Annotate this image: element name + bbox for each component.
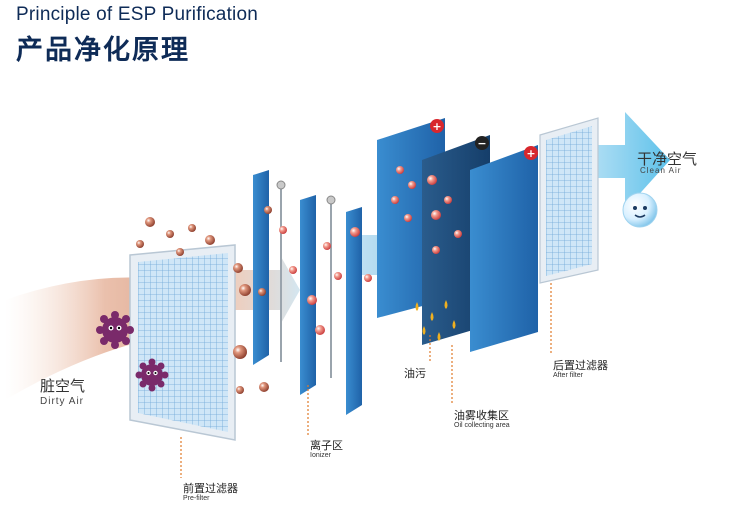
after-filter-label-en: After filter [553,372,583,379]
oil-collecting-label-en: Oil collecting area [454,422,510,429]
oil-stain-label-cn: 油污 [404,367,426,380]
dirty-air-label-en: Dirty Air [40,396,84,407]
pre-filter-panel [129,244,236,441]
ionizer-label-en: Ionizer [310,452,332,459]
dirty-particle-icon [96,311,134,349]
oil-collecting-label-cn: 油雾收集区 [454,409,509,422]
charge-label-2: − [477,137,486,150]
clean-air-flow-arrow [590,112,670,210]
dirty-air-label-cn: 脏空气 [40,377,86,395]
pre-filter-label-en: Pre-filter [183,495,210,502]
title-chinese: 产品净化原理 [16,35,190,66]
title-english: Principle of ESP Purification [16,4,259,25]
after-filter-label-cn: 后置过滤器 [553,359,608,372]
clean-air-label-en: Clean Air [640,166,682,175]
clean-air-bubble-icon [622,192,658,228]
ionizer-label-cn: 离子区 [310,439,343,452]
leader-lines [180,283,552,478]
particle-cluster-incoming [136,206,272,394]
oil-drop-icons [415,300,456,341]
collector-plate-3 [470,145,538,352]
ionizer-stack [253,170,362,415]
charge-label-3: + [526,147,535,160]
after-filter-panel [539,117,599,284]
dirty-particle-icon [135,358,169,392]
charge-label-1: + [432,120,441,133]
charge-badge-1: + [430,119,444,133]
clean-air-label-cn: 干净空气 [637,150,698,168]
pre-filter-label-cn: 前置过滤器 [183,482,238,495]
charge-badge-3: + [524,146,538,160]
charged-particle-icons [279,166,462,335]
charge-badge-2: − [475,136,489,150]
